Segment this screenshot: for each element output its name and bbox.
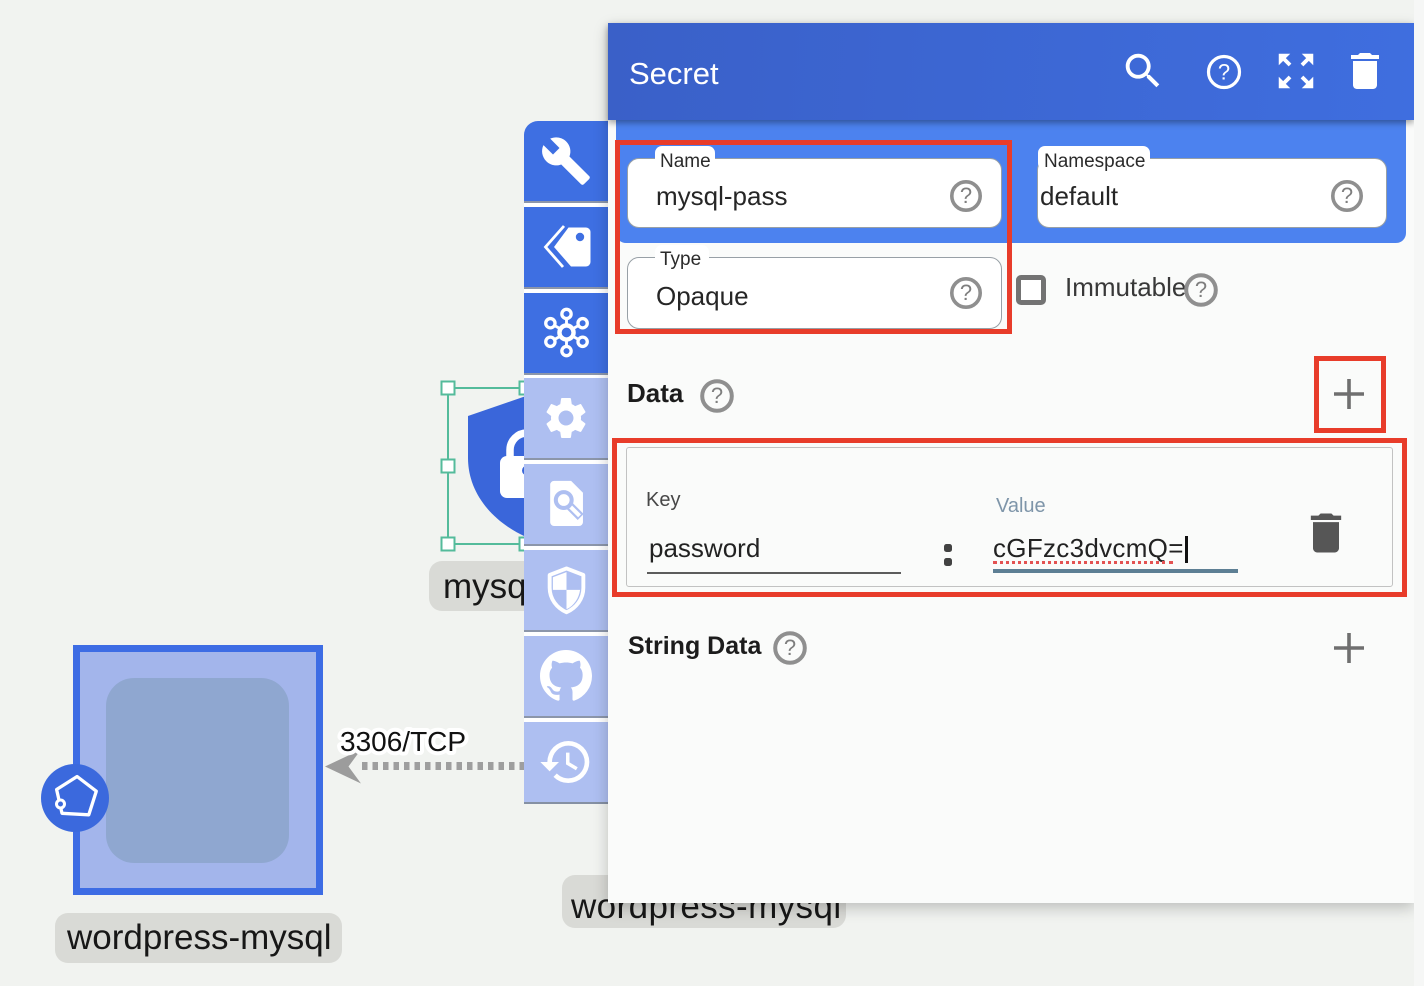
- svg-text:?: ?: [1218, 60, 1230, 85]
- svg-text:3306/TCP: 3306/TCP: [340, 726, 466, 757]
- svg-text:?: ?: [960, 183, 972, 208]
- svg-text:?: ?: [1341, 183, 1353, 208]
- svg-text:?: ?: [1195, 277, 1207, 302]
- svg-text:?: ?: [960, 280, 972, 305]
- svg-text:?: ?: [711, 383, 723, 408]
- svg-text:?: ?: [784, 635, 796, 660]
